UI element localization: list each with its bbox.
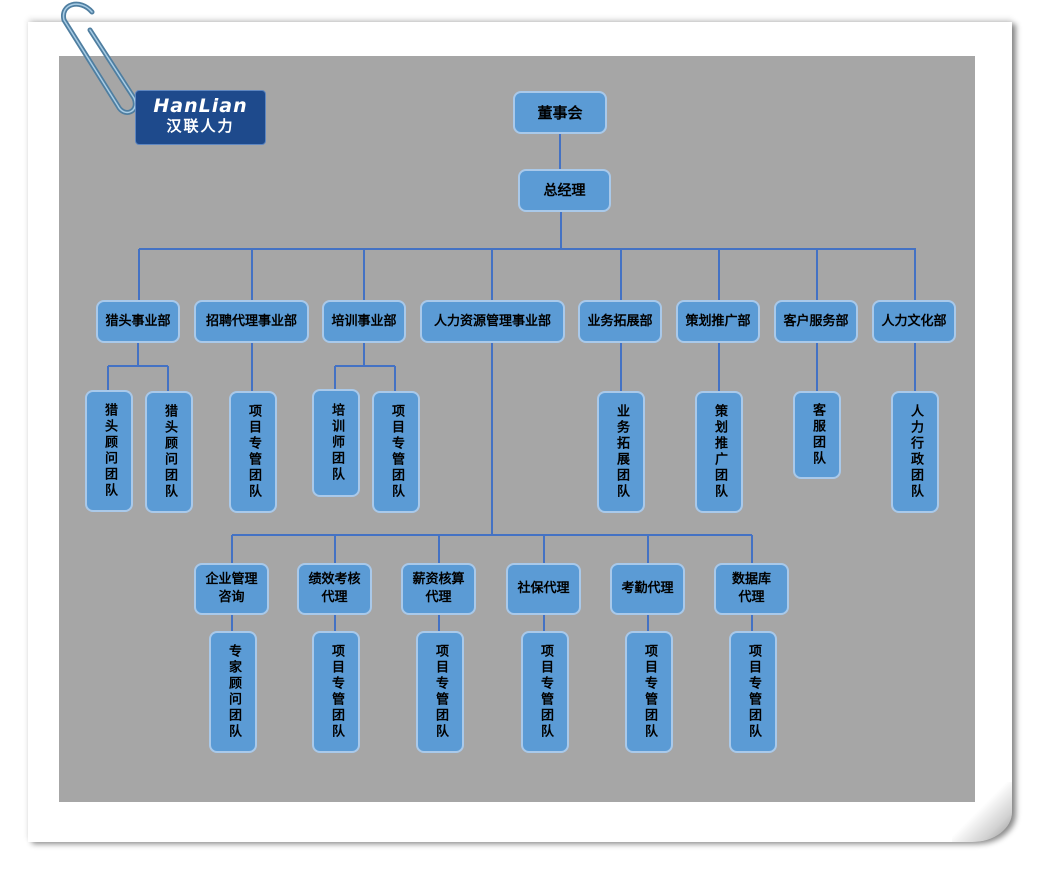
node-label: 咨询 [218, 590, 245, 605]
node-board[interactable]: 董事会 [513, 91, 607, 134]
node-dept-planning-promotion[interactable]: 策划推广部 [676, 300, 760, 343]
node-service-payroll[interactable]: 薪资核算代理 [401, 563, 476, 615]
node-general-manager[interactable]: 总经理 [518, 169, 611, 212]
node-label: 客服团队 [810, 403, 825, 467]
node-label: 项目专管团队 [389, 404, 404, 500]
node-team[interactable]: 人力行政团队 [891, 391, 939, 513]
node-label: 代理 [738, 590, 765, 605]
node-label: 培训师团队 [329, 403, 344, 483]
node-label: 总经理 [543, 182, 586, 199]
node-label: 人力文化部 [881, 313, 947, 329]
node-team[interactable]: 项目专管团队 [521, 631, 569, 753]
node-label: 考勤代理 [621, 581, 674, 596]
node-label: 培训事业部 [331, 313, 397, 329]
node-label: 董事会 [537, 103, 583, 122]
node-dept-hr-culture[interactable]: 人力文化部 [872, 300, 956, 343]
node-label: 专家顾问团队 [226, 644, 241, 740]
node-label: 业务拓展部 [587, 313, 653, 329]
node-dept-headhunting[interactable]: 猎头事业部 [96, 300, 180, 343]
node-team[interactable]: 猎头顾问团队 [145, 391, 193, 513]
node-label: 代理 [321, 590, 348, 605]
node-label: 项目专管团队 [329, 644, 344, 740]
node-team[interactable]: 项目专管团队 [229, 391, 277, 513]
node-label: 猎头顾问团队 [102, 403, 117, 499]
node-label: 薪资核算 [412, 572, 465, 587]
node-label: 人力行政团队 [908, 404, 923, 500]
node-label: 策划推广团队 [712, 404, 727, 500]
node-team[interactable]: 项目专管团队 [312, 631, 360, 753]
node-service-database[interactable]: 数据库代理 [714, 563, 789, 615]
node-label: 项目专管团队 [246, 404, 261, 500]
node-label: 绩效考核 [308, 572, 361, 587]
node-team[interactable]: 项目专管团队 [625, 631, 673, 753]
node-dept-customer-service[interactable]: 客户服务部 [774, 300, 858, 343]
logo-chinese: 汉联人力 [166, 117, 235, 135]
node-team[interactable]: 客服团队 [793, 391, 841, 479]
node-service-attendance[interactable]: 考勤代理 [610, 563, 685, 615]
node-label: 人力资源管理事业部 [433, 313, 551, 329]
company-logo: HanLian 汉联人力 [135, 90, 266, 145]
node-service-consulting[interactable]: 企业管理咨询 [194, 563, 269, 615]
node-label: 项目专管团队 [433, 644, 448, 740]
paperclip-icon [61, 1, 138, 115]
node-dept-training[interactable]: 培训事业部 [322, 300, 406, 343]
node-team[interactable]: 策划推广团队 [695, 391, 743, 513]
node-service-performance[interactable]: 绩效考核代理 [297, 563, 372, 615]
node-label: 业务拓展团队 [614, 404, 629, 500]
node-label: 招聘代理事业部 [205, 313, 297, 329]
node-team[interactable]: 项目专管团队 [372, 391, 420, 513]
node-team[interactable]: 培训师团队 [312, 389, 360, 497]
node-label: 猎头顾问团队 [162, 404, 177, 500]
node-dept-recruitment-agency[interactable]: 招聘代理事业部 [194, 300, 309, 343]
node-label: 社保代理 [517, 581, 570, 596]
node-dept-business-development[interactable]: 业务拓展部 [578, 300, 662, 343]
node-label: 企业管理 [205, 572, 258, 587]
node-team[interactable]: 项目专管团队 [416, 631, 464, 753]
node-team[interactable]: 业务拓展团队 [597, 391, 645, 513]
node-label: 策划推广部 [685, 313, 751, 329]
node-team[interactable]: 项目专管团队 [729, 631, 777, 753]
node-label: 猎头事业部 [105, 313, 171, 329]
node-label: 项目专管团队 [538, 644, 553, 740]
logo-english: HanLian [153, 95, 248, 117]
node-dept-hr-management[interactable]: 人力资源管理事业部 [420, 300, 565, 343]
node-team[interactable]: 专家顾问团队 [209, 631, 257, 753]
node-service-social-security[interactable]: 社保代理 [506, 563, 581, 615]
node-label: 项目专管团队 [642, 644, 657, 740]
node-label: 数据库 [731, 572, 771, 587]
node-label: 代理 [425, 590, 452, 605]
node-team[interactable]: 猎头顾问团队 [85, 390, 133, 512]
node-label: 客户服务部 [783, 313, 849, 329]
node-label: 项目专管团队 [746, 644, 761, 740]
